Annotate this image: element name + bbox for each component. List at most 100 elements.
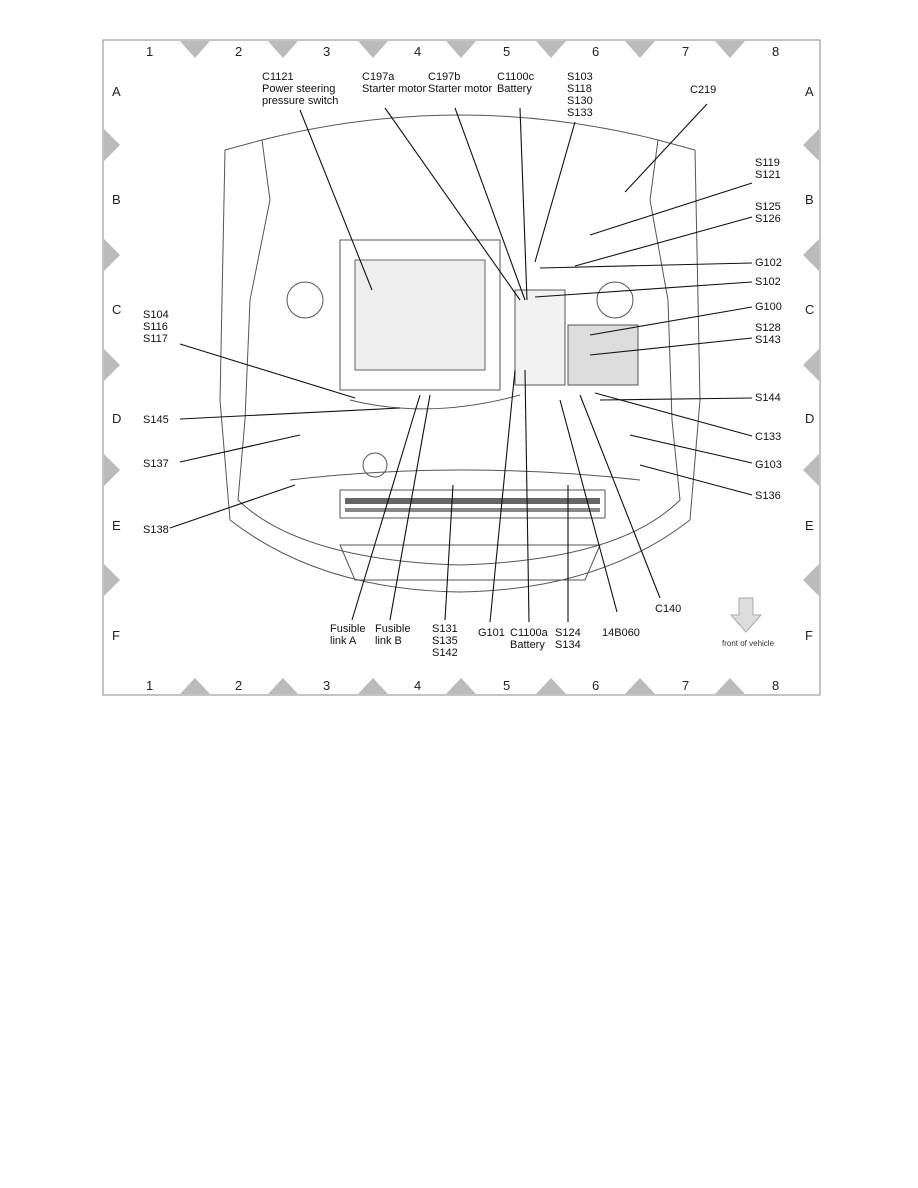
callout-label: S117 — [143, 333, 168, 345]
grid-marker — [268, 41, 298, 58]
row-label: B — [112, 192, 121, 207]
callout-label: S136 — [755, 490, 781, 502]
grid-marker — [625, 678, 655, 694]
leader-line — [639, 464, 753, 496]
grid-marker — [358, 41, 388, 58]
callout-label: C1100c — [497, 71, 535, 83]
grid-marker — [715, 678, 745, 694]
callout-label: C140 — [655, 603, 681, 615]
row-label: B — [805, 192, 814, 207]
callout-label: 14B060 — [602, 627, 640, 639]
column-label: 5 — [503, 678, 510, 693]
arrow-down-icon — [729, 597, 763, 633]
grid-marker — [536, 41, 566, 58]
grid-marker — [803, 129, 819, 161]
leader-line — [624, 103, 708, 193]
callout-label: S119 — [755, 157, 780, 169]
column-label: 3 — [323, 678, 330, 693]
callout-label: G103 — [755, 459, 782, 471]
leader-line — [574, 216, 753, 267]
callout-g100: G100 — [589, 301, 782, 336]
callout-label: C133 — [755, 431, 781, 443]
grid-marker — [104, 454, 120, 486]
grid-marker — [104, 239, 120, 271]
grid-markers — [104, 41, 819, 694]
grid-marker — [268, 678, 298, 694]
leader-line — [539, 262, 753, 269]
grid-marker — [104, 564, 120, 596]
leader-line — [169, 484, 296, 529]
callout-label: S118 — [567, 83, 592, 95]
column-label: 8 — [772, 44, 779, 59]
callout-label: S103 — [567, 71, 593, 83]
callout-label: S125 — [755, 201, 781, 213]
callout-b14060: 14B060 — [559, 399, 640, 639]
callout-label: G101 — [478, 627, 505, 639]
row-label: C — [805, 302, 814, 317]
callout-label: Fusible — [375, 623, 410, 635]
callout-s144: S144 — [599, 392, 781, 404]
callout-c133: C133 — [594, 392, 781, 443]
leader-line — [179, 434, 301, 463]
column-label: 2 — [235, 678, 242, 693]
callout-c140: C140 — [579, 394, 681, 615]
leader-line — [589, 182, 753, 236]
grid-marker — [180, 678, 210, 694]
column-label: 7 — [682, 44, 689, 59]
leader-line — [179, 407, 401, 420]
callout-label: G100 — [755, 301, 782, 313]
row-label: A — [112, 84, 121, 99]
callout-label: Power steering — [262, 83, 335, 95]
callout-g102: G102 — [539, 257, 782, 269]
leader-line — [579, 394, 661, 599]
callout-label: C219 — [690, 84, 716, 96]
column-label: 6 — [592, 678, 599, 693]
row-label: F — [805, 628, 813, 643]
leader-line — [589, 306, 753, 336]
leader-line — [444, 484, 454, 621]
row-label: E — [112, 518, 121, 533]
column-label: 4 — [414, 44, 421, 59]
grid-marker — [446, 678, 476, 694]
leader-line — [299, 109, 373, 291]
callout-s136: S136 — [639, 464, 781, 502]
column-label: 7 — [682, 678, 689, 693]
callout-label: Fusible — [330, 623, 365, 635]
front-of-vehicle-label: front of vehicle — [722, 639, 775, 648]
callout-label: S133 — [567, 107, 593, 119]
callout-g101: G101 — [478, 369, 516, 639]
callout-label: S124 — [555, 627, 581, 639]
callout-label: Battery — [497, 83, 532, 95]
callout-label: Starter motor — [362, 83, 427, 95]
row-label: F — [112, 628, 120, 643]
column-label: 6 — [592, 44, 599, 59]
row-label: E — [805, 518, 814, 533]
column-label: 2 — [235, 44, 242, 59]
callout-label: link A — [330, 635, 357, 647]
callout-label: S135 — [432, 635, 458, 647]
callout-label: S126 — [755, 213, 781, 225]
grid-marker — [803, 564, 819, 596]
grid-marker — [625, 41, 655, 58]
callout-s145: S145 — [143, 407, 401, 426]
row-label: D — [805, 411, 814, 426]
callout-label: S130 — [567, 95, 593, 107]
callout-label: S116 — [143, 321, 168, 333]
leader-line — [534, 281, 753, 298]
grid-marker — [358, 678, 388, 694]
leader-line — [454, 107, 526, 301]
callout-label: S138 — [143, 524, 169, 536]
leader-line — [534, 121, 576, 263]
